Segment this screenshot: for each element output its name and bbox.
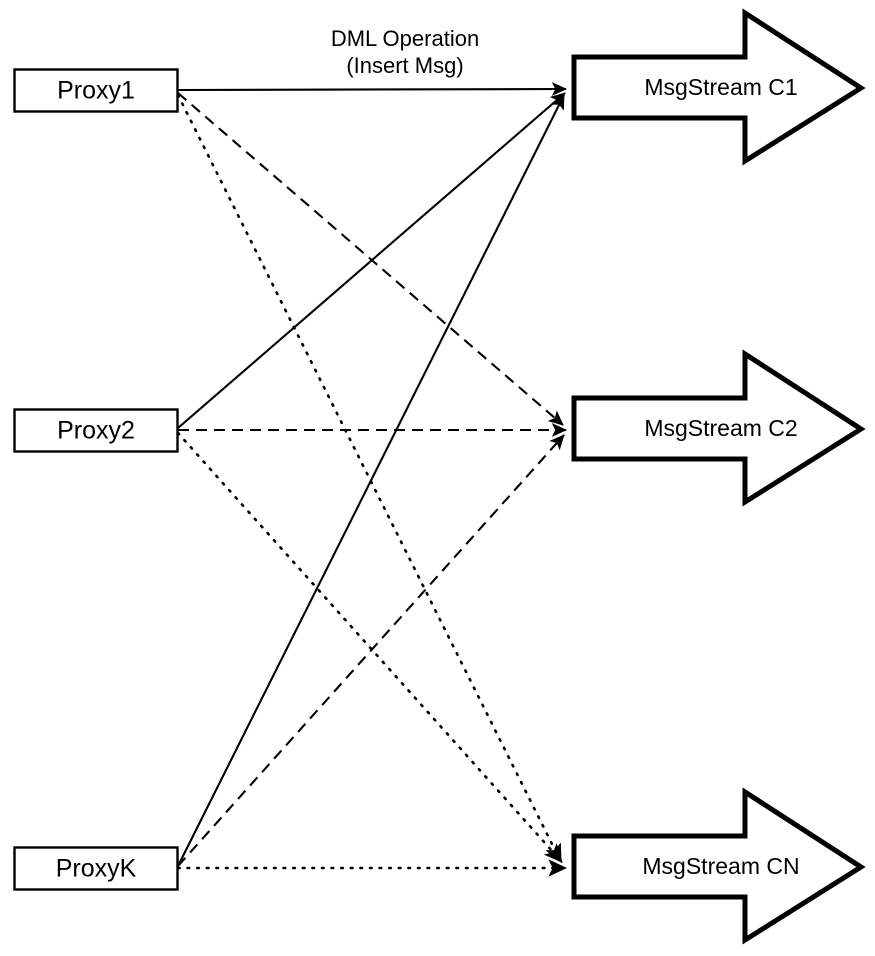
node-proxy2-rect[interactable]: [13, 408, 179, 453]
node-proxy1[interactable]: Proxy1: [13, 68, 179, 113]
annotation-dml-operation: DML Operation (Insert Msg): [331, 26, 479, 78]
node-proxy1-rect[interactable]: [13, 68, 179, 113]
node-stream-c1-label: MsgStream C1: [644, 74, 797, 100]
node-stream-c2-label: MsgStream C2: [644, 415, 797, 441]
edge-proxyk-to-stream-c1: [177, 94, 565, 867]
node-stream-c1[interactable]: MsgStream C1: [571, 8, 866, 166]
edge-proxy2-to-stream-cn: [176, 431, 564, 864]
annotation-line-2: (Insert Msg): [346, 53, 463, 78]
edge-group-proxy2: [176, 92, 567, 864]
edge-group-proxy1: [176, 82, 567, 864]
node-stream-c1-arrow-shape[interactable]: [571, 8, 866, 166]
node-stream-c2[interactable]: MsgStream C2: [571, 349, 866, 507]
node-stream-cn-arrow-shape[interactable]: [571, 787, 866, 945]
edge-group-proxyk: [176, 94, 568, 877]
node-stream-cn-label: MsgStream CN: [642, 853, 799, 879]
node-stream-c2-arrow-shape[interactable]: [571, 349, 866, 507]
node-stream-cn[interactable]: MsgStream CN: [571, 787, 866, 945]
edge-proxyk-to-stream-c2: [177, 434, 565, 867]
annotation-line-1: DML Operation: [331, 26, 479, 51]
edge-proxy1-to-stream-c1: [177, 82, 567, 96]
node-proxy2[interactable]: Proxy2: [13, 408, 179, 453]
edge-proxy1-to-stream-cn: [176, 93, 563, 864]
node-proxyk-label: ProxyK: [56, 855, 137, 883]
node-proxy2-label: Proxy2: [57, 417, 135, 445]
edge-proxy1-to-stream-c2: [177, 92, 564, 426]
node-proxyk-rect[interactable]: [13, 846, 179, 891]
edge-proxy2-to-stream-c1: [177, 92, 566, 429]
node-proxyk[interactable]: ProxyK: [13, 846, 179, 891]
node-proxy1-label: Proxy1: [57, 77, 135, 105]
